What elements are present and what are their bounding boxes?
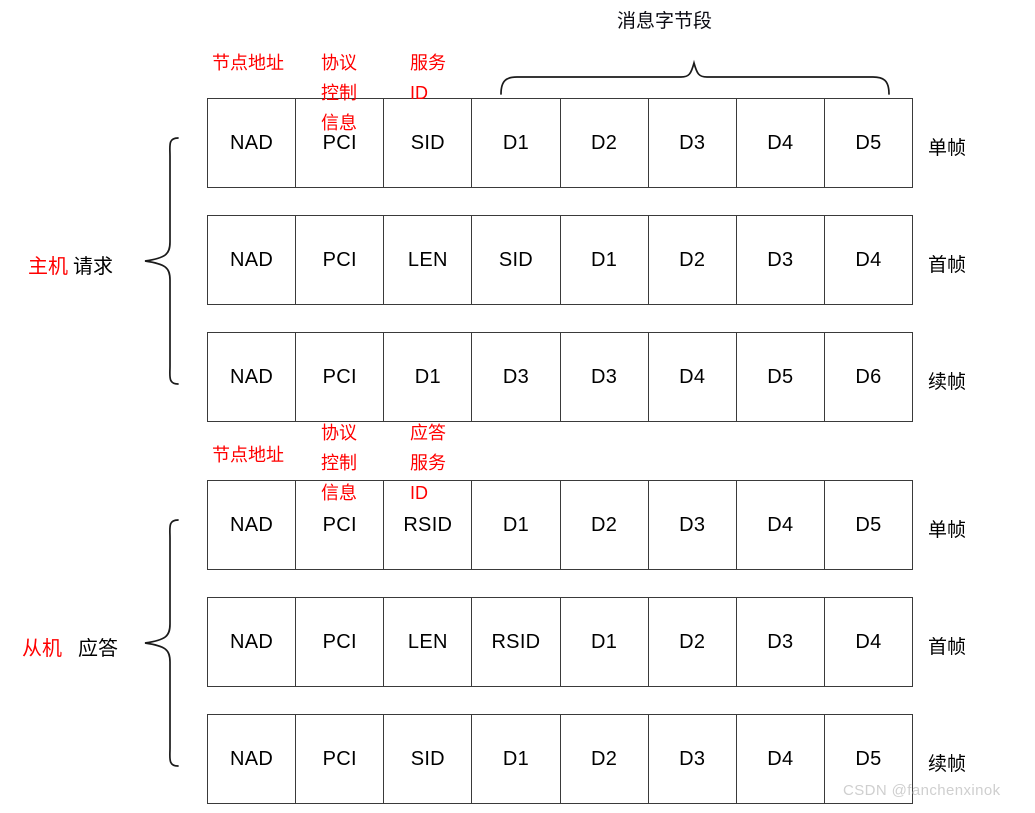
frame-cell: RSID <box>472 598 561 686</box>
frame-cell: D4 <box>855 248 882 271</box>
frame-cell: NAD <box>208 99 297 187</box>
frame-cell: RSID <box>384 481 473 569</box>
frame-cell: D1 <box>561 216 649 304</box>
annotation-line: 控制 <box>321 453 357 473</box>
frame-cell: D2 <box>561 481 649 569</box>
annotation-pci-mid: 协议 控制 信息 <box>321 418 357 508</box>
frame-row: NAD PCI LEN SID D1 D2 D3 D4 <box>207 215 913 305</box>
frame-cell: D3 <box>649 481 737 569</box>
frame-cell: D2 <box>561 99 649 187</box>
frame-cell: D2 <box>649 598 737 686</box>
frame-type-label: 单帧 <box>928 138 967 159</box>
frame-cell: PCI <box>296 715 385 803</box>
annotation-line: 服务 <box>410 53 446 73</box>
annotation-node-address-mid: 节点地址 <box>212 440 284 470</box>
message-byte-segment-title: 消息字节段 <box>617 11 713 32</box>
frame-type-label: 单帧 <box>928 520 967 541</box>
frame-cell: D5 <box>855 131 882 154</box>
frame-cell: D3 <box>649 715 737 803</box>
frame-cell: PCI <box>296 598 385 686</box>
frame-cell: D4 <box>737 99 825 187</box>
frame-type-label: 首帧 <box>928 255 967 276</box>
frame-cell: PCI <box>296 99 385 187</box>
annotation-line: ID <box>410 483 428 503</box>
annotation-line: 信息 <box>321 113 357 133</box>
annotation-sid-top: 服务 ID <box>410 48 446 108</box>
frame-cell: D4 <box>649 333 737 421</box>
frame-cell: D5 <box>855 513 882 536</box>
frame-cell: D1 <box>472 99 561 187</box>
master-request-brace <box>144 137 179 385</box>
frame-cell: NAD <box>208 481 297 569</box>
frame-row: NAD PCI D1 D3 D3 D4 D5 D6 <box>207 332 913 422</box>
frame-cell: NAD <box>208 216 297 304</box>
group-label-slave-black: 应答 <box>78 638 118 660</box>
frame-cell: D2 <box>649 216 737 304</box>
frame-type-label: 续帧 <box>928 372 967 393</box>
frame-cell: D3 <box>737 216 825 304</box>
frame-cell: LEN <box>384 216 473 304</box>
frame-cell: D1 <box>561 598 649 686</box>
watermark: CSDN @fanchenxinok <box>843 782 1001 799</box>
frame-cell: NAD <box>208 333 297 421</box>
frame-cell: PCI <box>296 216 385 304</box>
frame-type-label: 续帧 <box>928 754 967 775</box>
frame-cell: SID <box>384 99 473 187</box>
frame-row: NAD PCI SID D1 D2 D3 D4 D5 <box>207 714 913 804</box>
frame-cell: D4 <box>737 481 825 569</box>
frame-cell: NAD <box>208 598 297 686</box>
annotation-pci-top: 协议 控制 信息 <box>321 48 357 138</box>
annotation-line: ID <box>410 83 428 103</box>
annotation-rsid-mid: 应答 服务 ID <box>410 418 446 508</box>
annotation-line: 协议 <box>321 423 357 443</box>
frame-cell: PCI <box>296 333 385 421</box>
frame-cell: D6 <box>855 365 882 388</box>
group-label-slave-red: 从机 <box>22 638 62 660</box>
frame-cell: LEN <box>384 598 473 686</box>
frame-cell: D5 <box>855 747 882 770</box>
group-label-master-black: 请求 <box>73 256 113 278</box>
annotation-line: 协议 <box>321 53 357 73</box>
frame-cell: D3 <box>561 333 649 421</box>
frame-cell: PCI <box>296 481 385 569</box>
frame-row: NAD PCI SID D1 D2 D3 D4 D5 <box>207 98 913 188</box>
frame-cell: D4 <box>737 715 825 803</box>
annotation-line: 服务 <box>410 453 446 473</box>
frame-cell: D1 <box>472 481 561 569</box>
frame-row: NAD PCI LEN RSID D1 D2 D3 D4 <box>207 597 913 687</box>
annotation-line: 节点地址 <box>212 445 284 465</box>
frame-type-label: 首帧 <box>928 637 967 658</box>
annotation-line: 信息 <box>321 483 357 503</box>
frame-cell: D4 <box>855 630 882 653</box>
slave-response-brace <box>144 519 179 767</box>
frame-row: NAD PCI RSID D1 D2 D3 D4 D5 <box>207 480 913 570</box>
annotation-line: 应答 <box>410 423 446 443</box>
frame-cell: NAD <box>208 715 297 803</box>
frame-cell: D1 <box>384 333 473 421</box>
annotation-node-address-top: 节点地址 <box>212 48 284 78</box>
frame-cell: D1 <box>472 715 561 803</box>
frame-cell: D5 <box>737 333 825 421</box>
frame-cell: SID <box>472 216 561 304</box>
frame-cell: SID <box>384 715 473 803</box>
annotation-line: 节点地址 <box>212 53 284 73</box>
frame-cell: D3 <box>472 333 561 421</box>
frame-cell: D3 <box>737 598 825 686</box>
frame-cell: D3 <box>649 99 737 187</box>
group-label-master-red: 主机 <box>28 256 68 278</box>
message-byte-segment-brace <box>500 59 890 95</box>
annotation-line: 控制 <box>321 83 357 103</box>
frame-cell: D2 <box>561 715 649 803</box>
